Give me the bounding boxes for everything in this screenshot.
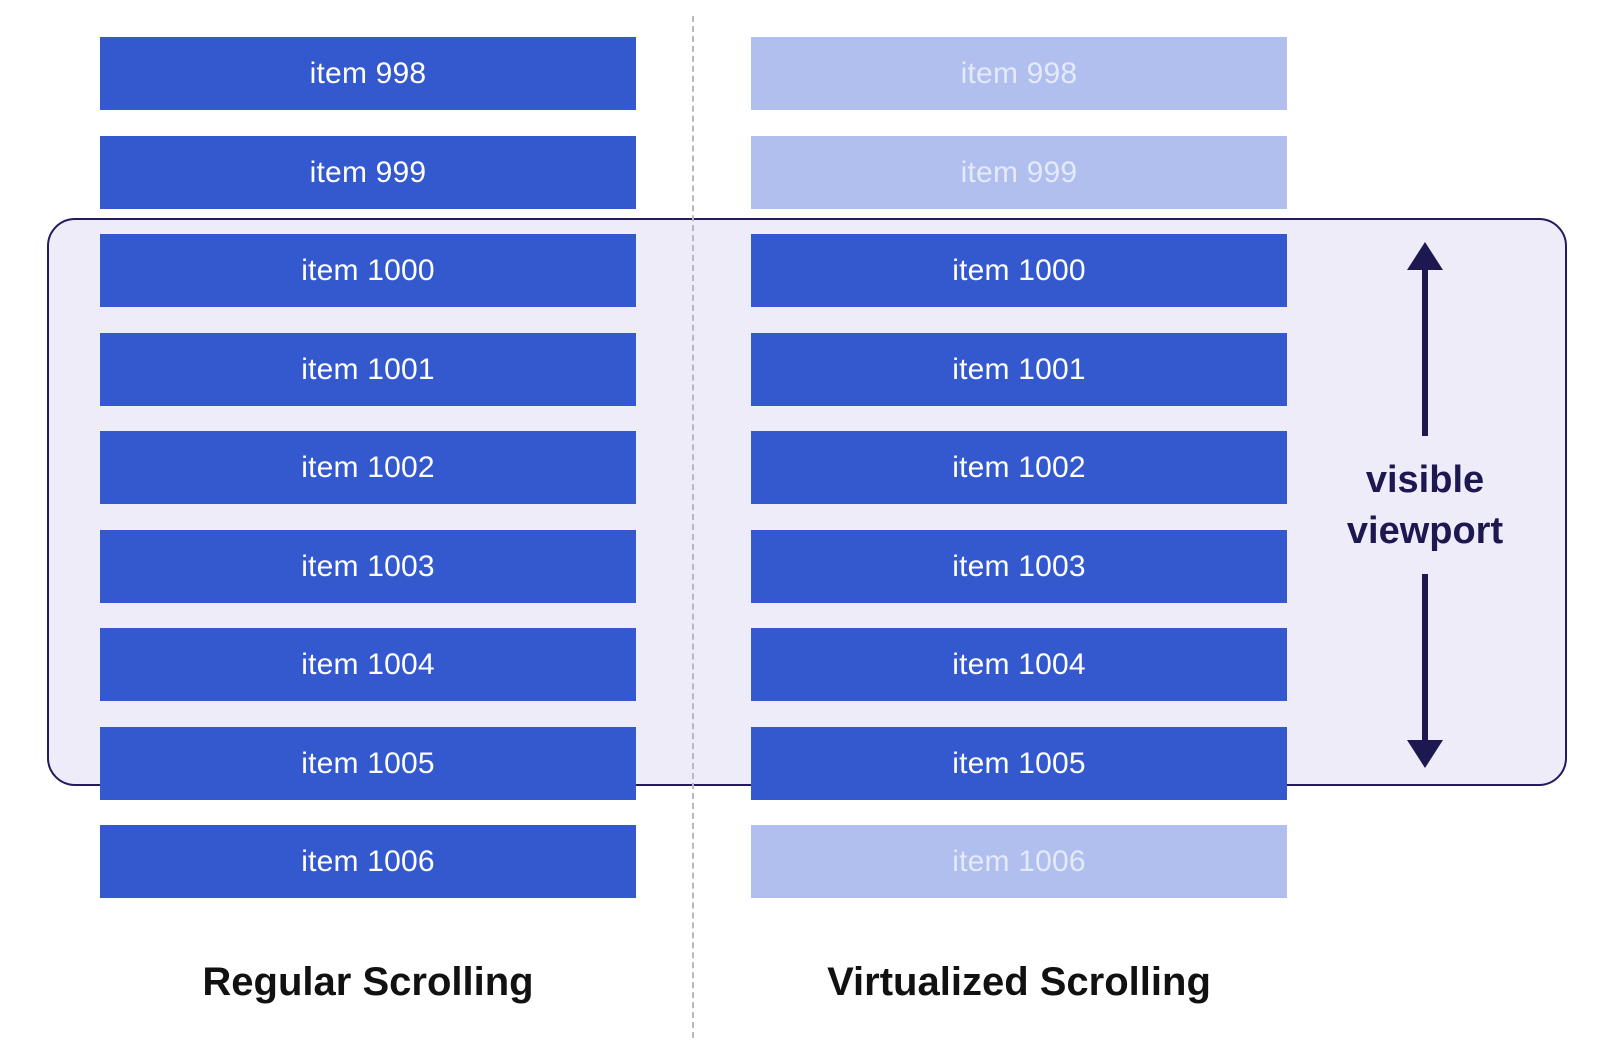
list-item: item 998 [100,37,636,110]
double-arrow-icon [1407,242,1443,768]
list-item: item 1000 [751,234,1287,307]
list-item: item 1001 [100,333,636,406]
regular-scrolling-label: Regular Scrolling [202,960,534,1004]
list-item: item 1006 [100,825,636,898]
list-item: item 1004 [751,628,1287,701]
viewport-label-line-1: visible [1365,459,1485,501]
arrow-down-head-icon [1407,740,1443,768]
list-item: item 1006 [751,825,1287,898]
visible-viewport-label: visible viewport [1305,455,1545,557]
list-item: item 1005 [100,727,636,800]
list-item: item 1002 [751,431,1287,504]
list-item: item 998 [751,37,1287,110]
list-item: item 1003 [100,530,636,603]
list-item: item 1001 [751,333,1287,406]
list-item: item 1003 [751,530,1287,603]
list-item: item 1005 [751,727,1287,800]
list-item: item 1004 [100,628,636,701]
list-item: item 1002 [100,431,636,504]
virtualized-scrolling-label: Virtualized Scrolling [827,960,1211,1004]
viewport-label-line-2: viewport [1346,510,1504,552]
list-item: item 999 [100,136,636,209]
list-item: item 1000 [100,234,636,307]
arrow-up-head-icon [1407,242,1443,270]
column-divider [692,16,694,1038]
list-item: item 999 [751,136,1287,209]
